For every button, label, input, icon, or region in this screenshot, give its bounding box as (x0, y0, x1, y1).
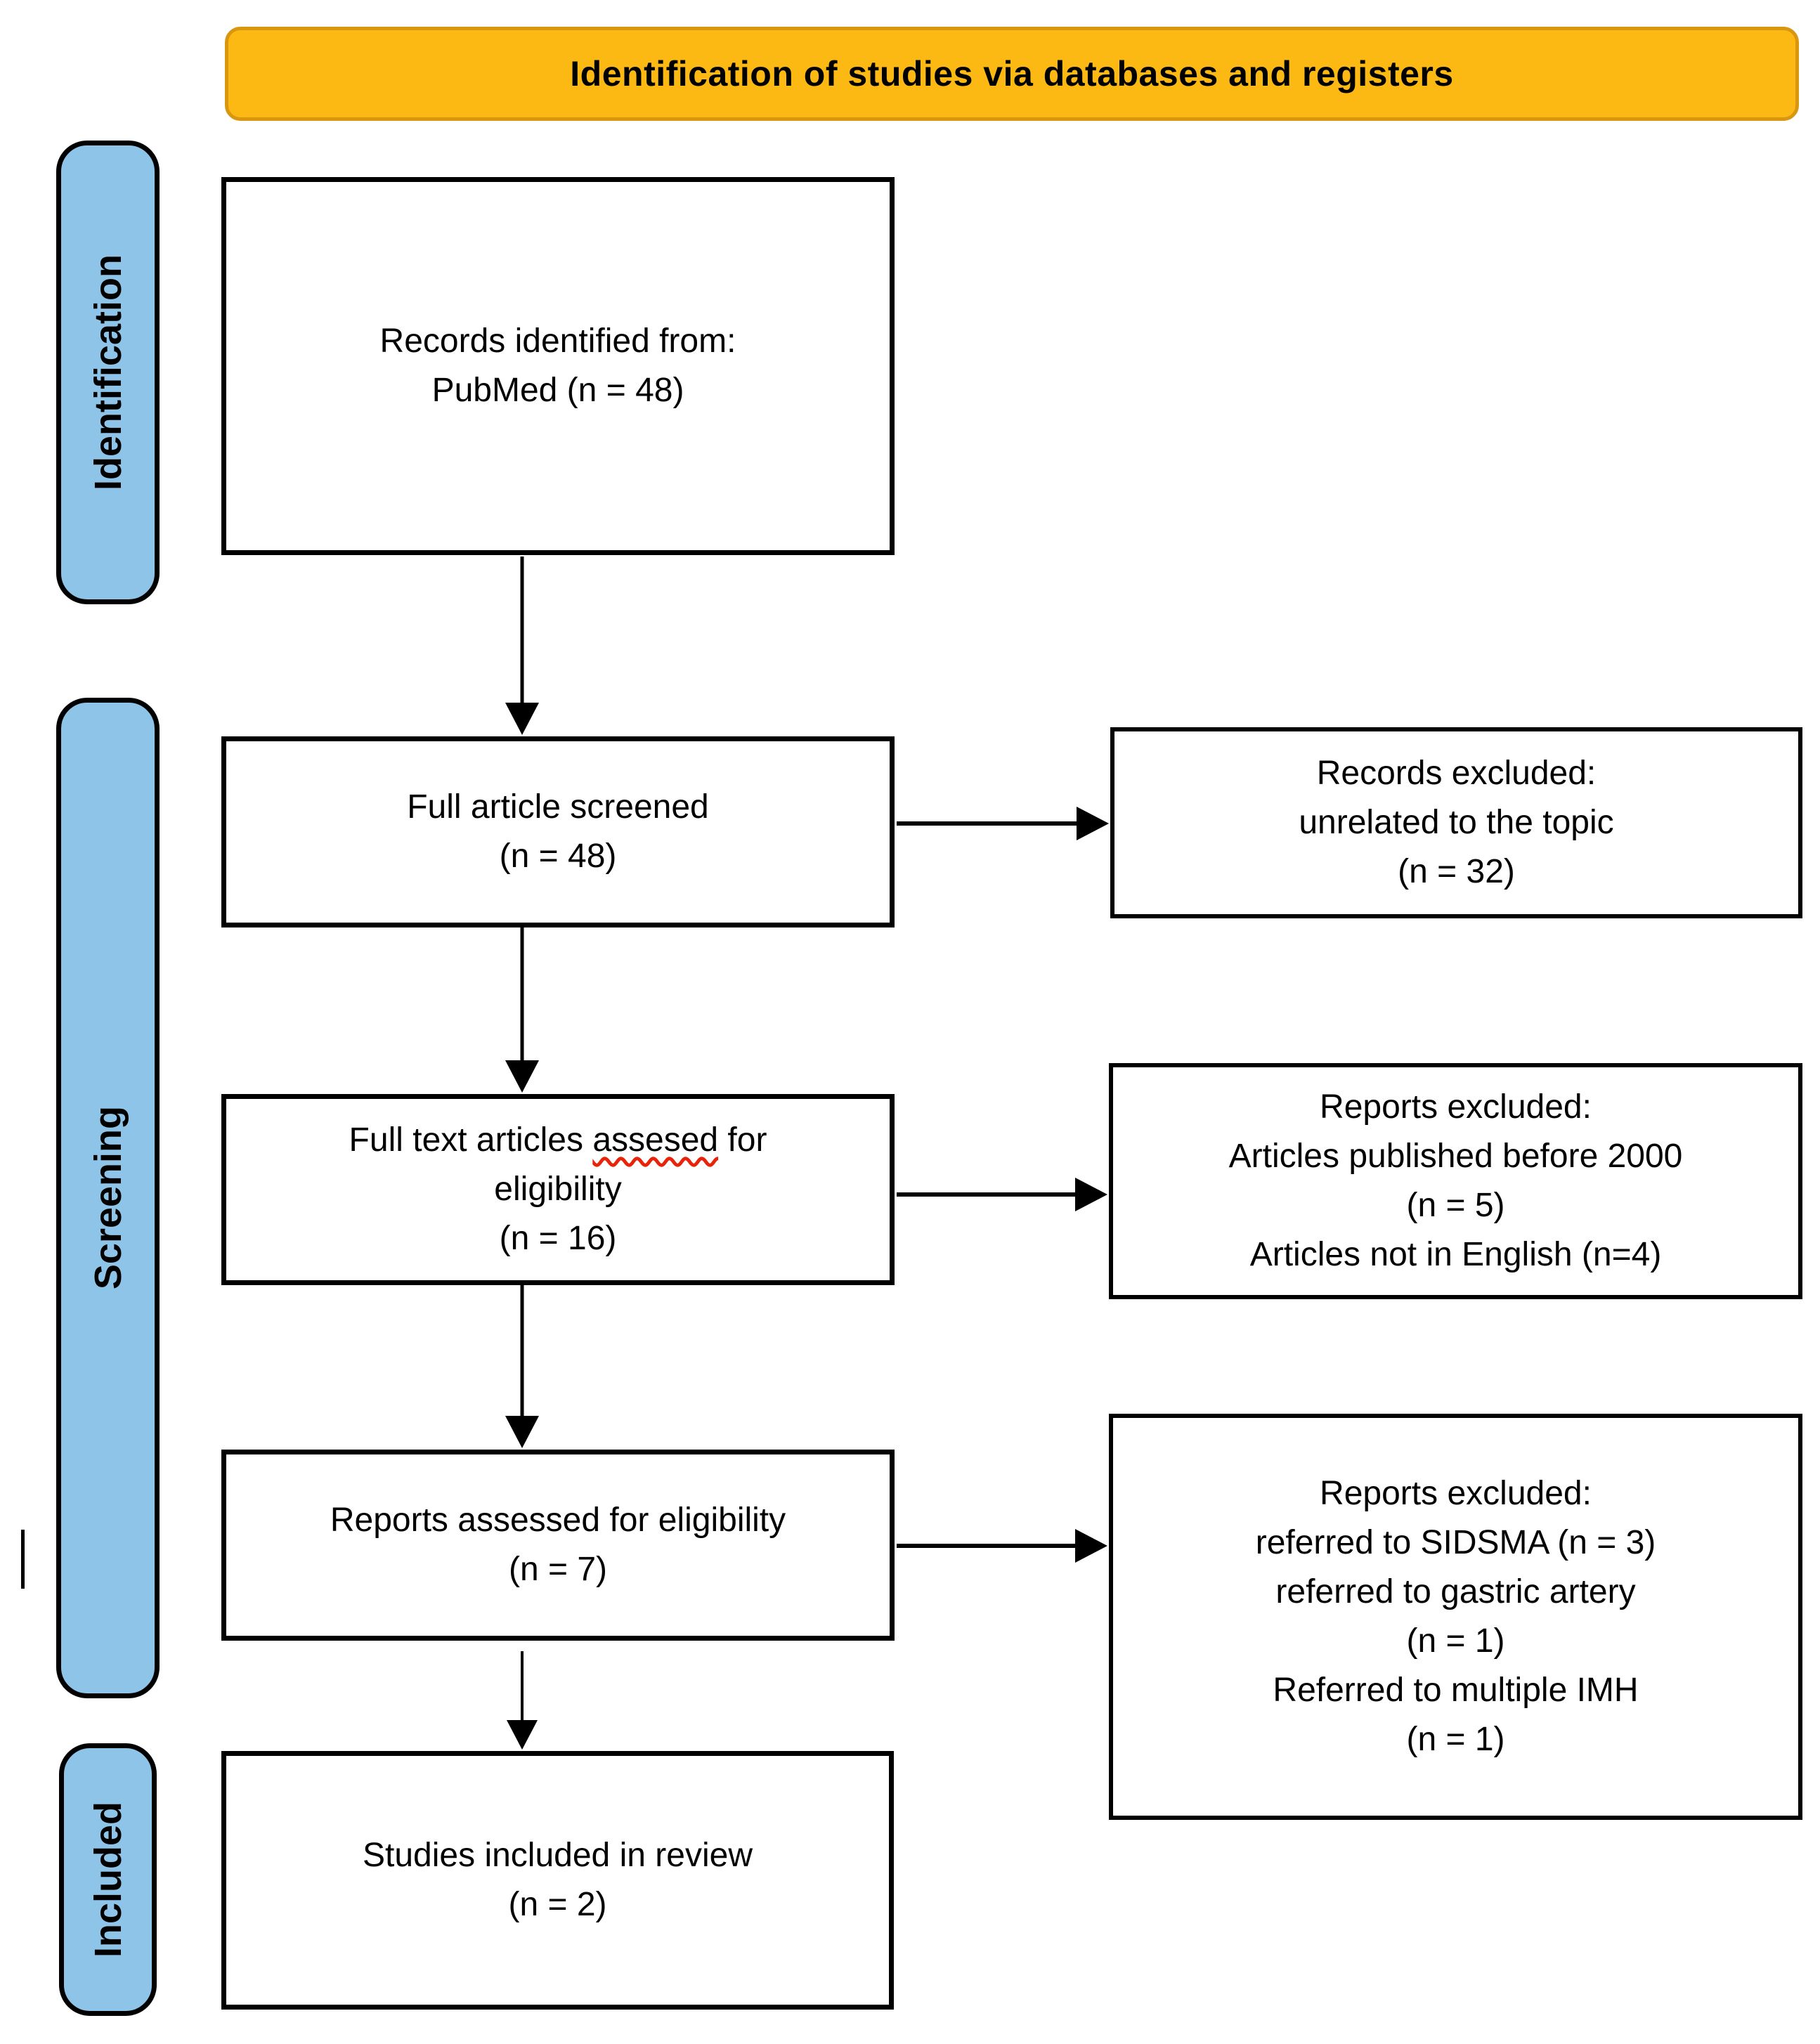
box-line: Articles published before 2000 (1228, 1138, 1683, 1175)
arrow-reports-to-reports-excluded (897, 1529, 1107, 1563)
stage-bar-identification: Identification (56, 141, 160, 604)
arrow-screened-to-fulltext (505, 927, 539, 1093)
box-line: Records excluded: (1316, 755, 1597, 792)
box-line-segment: for (718, 1121, 767, 1159)
box-line: (n = 2) (508, 1886, 607, 1923)
box-line: referred to SIDSMA (n = 3) (1255, 1524, 1656, 1561)
box-line: referred to gastric artery (1275, 1573, 1636, 1610)
arrow-fulltext-to-reports-excluded (897, 1178, 1107, 1211)
box-line: Articles not in English (n=4) (1249, 1236, 1662, 1273)
stray-cursor-mark (21, 1530, 25, 1589)
box-line: Full article screened (407, 788, 709, 826)
box-line: (n = 32) (1398, 853, 1515, 890)
box-full-article-screened: Full article screened (n = 48) (221, 736, 895, 927)
box-line-segment: Full text articles (349, 1121, 593, 1159)
stage-label-screening: Screening (86, 1106, 129, 1290)
box-line: Studies included in review (363, 1837, 753, 1874)
box-line: Reports excluded: (1320, 1475, 1592, 1512)
arrow-screened-to-records-excluded (897, 807, 1109, 840)
box-line: PubMed (n = 48) (431, 372, 684, 409)
header-title: Identification of studies via databases … (570, 54, 1454, 93)
box-line: (n = 1) (1406, 1622, 1505, 1660)
stage-bar-included: Included (59, 1743, 157, 2016)
box-line: (n = 7) (508, 1551, 608, 1588)
stage-label-identification: Identification (86, 254, 129, 490)
box-line: (n = 1) (1406, 1721, 1505, 1758)
box-line: Records identified from: (379, 323, 736, 360)
box-line: (n = 48) (499, 838, 617, 875)
box-studies-included: Studies included in review (n = 2) (221, 1751, 894, 2010)
box-line: (n = 5) (1406, 1187, 1505, 1224)
box-reports-assessed: Reports assessed for eligibility (n = 7) (221, 1450, 895, 1641)
stage-label-included: Included (86, 1801, 129, 1958)
box-records-excluded: Records excluded: unrelated to the topic… (1110, 727, 1802, 918)
box-line: Full text articles assesed for (349, 1116, 767, 1165)
arrow-reports-to-included (507, 1651, 538, 1750)
misspelled-word: assesed (592, 1121, 719, 1159)
box-reports-excluded-screening: Reports excluded: Articles published bef… (1109, 1063, 1802, 1299)
box-line: (n = 16) (499, 1220, 617, 1257)
box-line: unrelated to the topic (1299, 804, 1614, 841)
diagram-header-banner: Identification of studies via databases … (225, 27, 1799, 121)
box-line: Referred to multiple IMH (1273, 1672, 1639, 1709)
box-fulltext-assessed: Full text articles assesed for eligibili… (221, 1094, 895, 1285)
stage-bar-screening: Screening (56, 698, 160, 1698)
box-reports-excluded-eligibility: Reports excluded: referred to SIDSMA (n … (1109, 1414, 1802, 1820)
box-line: Reports excluded: (1320, 1088, 1592, 1126)
arrow-identified-to-screened (505, 556, 539, 735)
arrow-fulltext-to-reports (505, 1285, 539, 1448)
box-records-identified: Records identified from: PubMed (n = 48) (221, 177, 895, 555)
box-line: Reports assessed for eligibility (330, 1502, 786, 1539)
box-line: eligibility (494, 1171, 622, 1208)
